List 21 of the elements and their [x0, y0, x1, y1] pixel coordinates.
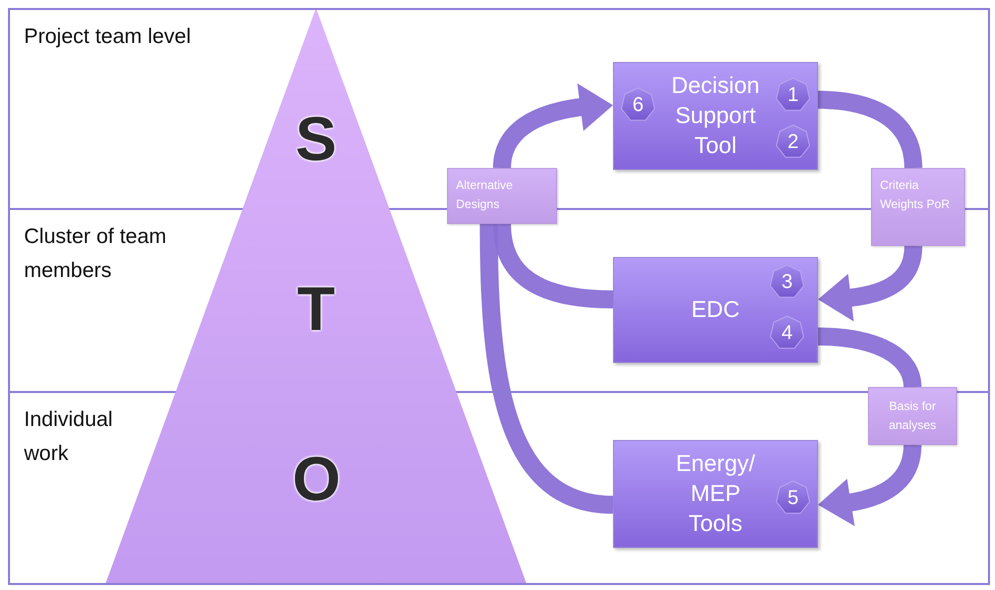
- level-label: Project team level: [24, 24, 192, 50]
- flow-label: Basis for analyses: [868, 387, 957, 445]
- curved-arrow: [818, 328, 922, 388]
- curved-arrow: [480, 224, 614, 514]
- step-number-badge: 2: [775, 124, 811, 160]
- curved-arrow: [818, 90, 922, 168]
- step-number-badge: 1: [775, 77, 811, 113]
- level-label: Cluster of team members: [24, 224, 168, 284]
- step-number-badge: 5: [775, 480, 811, 516]
- level-label: Individual work: [24, 407, 114, 467]
- pyramid-letter: O: [292, 449, 341, 511]
- step-number-badge: 3: [769, 264, 805, 300]
- process-box: EDC 3 4: [613, 257, 818, 363]
- step-number-badge: 4: [769, 315, 805, 351]
- pyramid-letter: S: [295, 109, 337, 171]
- step-number-badge: 6: [620, 87, 656, 123]
- pyramid-letter: T: [297, 279, 335, 341]
- flow-label: Alternative Designs: [447, 168, 557, 224]
- process-box: Decision Support Tool 6 1 2: [613, 62, 818, 170]
- process-box: Energy/ MEP Tools 5: [613, 440, 818, 548]
- flow-label: Criteria Weights PoR: [871, 168, 965, 246]
